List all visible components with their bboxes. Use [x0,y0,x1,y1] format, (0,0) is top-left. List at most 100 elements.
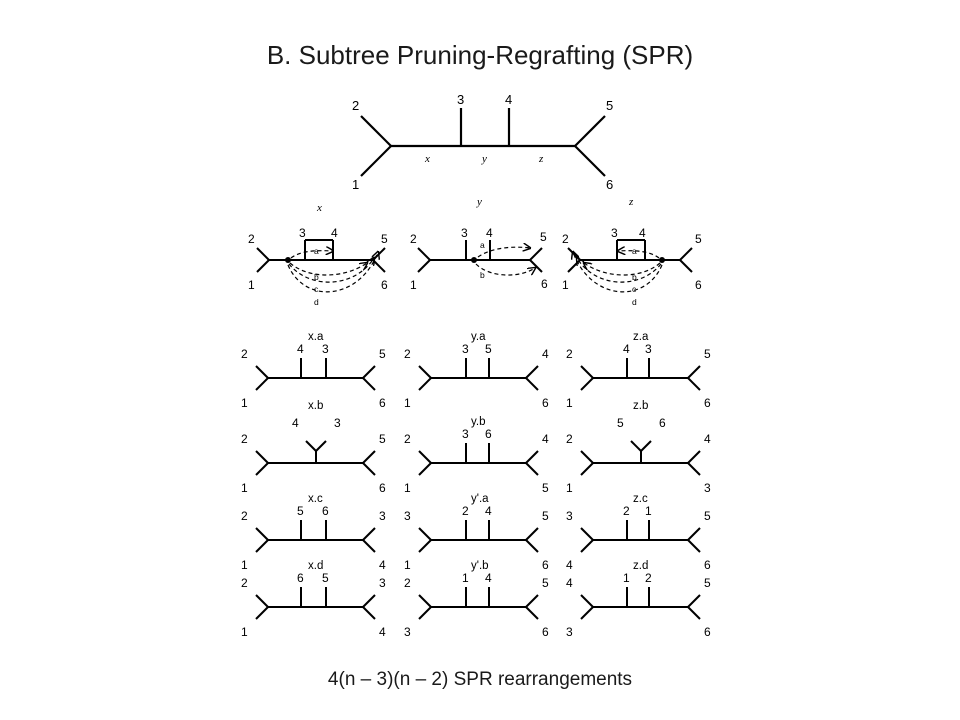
leaf-label: 2 [241,347,248,361]
top-edge-y: y [481,153,487,165]
tree-name-label: z.a [633,331,649,343]
leaf-label: 2 [241,576,248,590]
tree-branch [362,450,376,464]
leaf-label: 5 [381,232,388,246]
tree-branch [362,365,376,379]
tree-branch [525,606,539,620]
top-leaf-5: 5 [606,98,613,113]
tree-name-label: x.b [308,400,323,412]
tree-branch [315,440,327,452]
move-arrow-d [287,252,378,293]
move-arrow-b [289,263,367,276]
move-label: c [632,284,637,294]
leaf-label: 3 [566,625,573,639]
move-arrow-d [573,252,663,293]
tree-name-label: y'.b [471,560,489,572]
top-tree-branch-2 [360,115,392,147]
leaf-label: 4 [297,342,304,356]
tree-branch [580,365,594,379]
tree-name-label: z.b [633,400,648,412]
branch [529,247,543,261]
move-arrow-a [477,247,530,258]
move-label: b [314,272,319,282]
tree-name-label: z.d [633,560,648,572]
leaf-label: 2 [566,347,573,361]
leaf-label: 1 [623,571,630,585]
leaf-label: 2 [623,504,630,518]
leaf-label: 3 [404,509,411,523]
leaf-label: 1 [562,278,569,292]
prune-label-x: x [316,202,322,214]
leaf-label: 6 [297,571,304,585]
branch [567,259,581,273]
leaf-label: 4 [542,347,549,361]
tree-branch [525,539,539,553]
tree-branch [687,365,701,379]
leaf-label: 4 [542,432,549,446]
leaf-label: 2 [241,509,248,523]
leaf-label: 5 [704,347,711,361]
move-label: a [632,246,637,256]
tree-branch [255,365,269,379]
leaf-label: 4 [485,504,492,518]
leaf-label: 3 [379,576,386,590]
leaf-label: 6 [695,278,702,292]
leaf-label: 2 [404,432,411,446]
tree-name-label: x.a [308,331,324,343]
top-tree-branch-1 [360,145,392,177]
leaf-label: 3 [645,342,652,356]
prune-point [659,257,665,263]
branch [679,247,693,261]
tree-branch [580,539,594,553]
leaf-label: 3 [566,509,573,523]
leaf-label: 1 [248,278,255,292]
leaf-label: 3 [299,226,306,240]
leaf-label: 5 [617,416,624,430]
move-label: d [314,297,319,307]
leaf-label: 3 [461,226,468,240]
leaf-label: 2 [645,571,652,585]
branch [256,247,270,261]
leaf-label: 6 [541,277,548,291]
leaf-label: 4 [623,342,630,356]
tree-branch [418,462,432,476]
tree-branch [255,606,269,620]
tree-branch [418,365,432,379]
prune-label-y: y [476,196,482,208]
move-label: d [632,297,637,307]
leaf-label: 3 [704,481,711,495]
tree-branch [255,594,269,608]
leaf-label: 5 [542,576,549,590]
leaf-label: 1 [645,504,652,518]
leaf-label: 4 [379,625,386,639]
leaf-label: 1 [241,625,248,639]
move-label: a [480,240,485,250]
tree-branch [580,450,594,464]
leaf-label: 3 [462,427,469,441]
branch [679,259,693,273]
leaf-label: 6 [542,625,549,639]
top-tree: 2 1 3 4 5 6 x y z [352,92,613,192]
leaf-label: 5 [379,432,386,446]
tree-branch [525,365,539,379]
move-arrow-a [290,251,333,259]
top-leaf-2: 2 [352,98,359,113]
leaf-label: 4 [566,558,573,572]
prune-panel-x: 2 1 3 4 5 6 a b c d [248,226,388,307]
leaf-label: 6 [704,558,711,572]
leaf-label: 6 [322,504,329,518]
tree-branch [255,462,269,476]
leaf-label: 5 [704,509,711,523]
tree-branch [362,539,376,553]
top-tree-branch-6 [574,145,606,177]
leaf-label: 6 [381,278,388,292]
tree-branch [418,450,432,464]
leaf-label: 3 [322,342,329,356]
tree-branch [362,606,376,620]
tree-branch [418,539,432,553]
leaf-label: 5 [379,347,386,361]
